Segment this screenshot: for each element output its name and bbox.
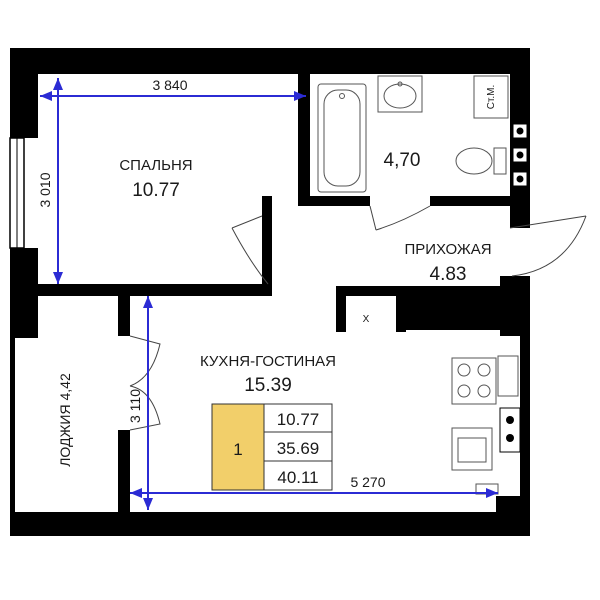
kitchen-name: КУХНЯ-ГОСТИНАЯ xyxy=(200,353,336,370)
walls xyxy=(9,48,530,536)
washing-machine-label: Ст.М. xyxy=(486,85,497,110)
area-without-loggia: 35.69 xyxy=(277,439,320,458)
area-summary: 1 10.77 35.69 40.11 xyxy=(211,403,333,491)
pipe-riser-icon xyxy=(512,123,528,187)
toilet-icon xyxy=(455,147,507,175)
washing-machine-icon: Ст.М. xyxy=(473,75,509,119)
hallway-area: 4.83 xyxy=(430,264,467,285)
total-area: 40.11 xyxy=(277,468,318,487)
bedroom-area: 10.77 xyxy=(132,180,180,201)
living-area: 10.77 xyxy=(277,410,320,429)
bathtub-icon xyxy=(317,83,367,193)
bathroom-door-icon xyxy=(369,205,431,231)
bedroom-door-icon xyxy=(231,215,269,285)
entrance-door-icon xyxy=(509,215,587,277)
kitchen-riser-icon xyxy=(499,407,521,453)
rooms-count: 1 xyxy=(233,440,242,459)
closet-mark: X xyxy=(363,314,370,325)
sink-icon xyxy=(377,75,423,113)
hallway-name: ПРИХОЖАЯ xyxy=(404,241,491,258)
loggia-door-icon xyxy=(129,335,161,431)
oven-icon xyxy=(451,427,493,471)
rooms-badge xyxy=(211,403,265,491)
dimension-bedroom-width: 3 840 xyxy=(40,77,306,101)
kitchen-width-label: 5 270 xyxy=(350,474,385,490)
kitchen-sink-icon xyxy=(497,355,519,397)
dimension-kitchen-width: 5 270 xyxy=(130,474,498,498)
bedroom-name: СПАЛЬНЯ xyxy=(119,157,192,174)
bedroom-width-label: 3 840 xyxy=(152,77,187,93)
stove-icon xyxy=(451,357,497,405)
dimension-bedroom-height: 3 010 xyxy=(37,78,63,284)
bathroom-area: 4,70 xyxy=(384,150,421,171)
dimension-kitchen-height: 3 110 xyxy=(127,296,153,510)
loggia-label: ЛОДЖИЯ 4,42 xyxy=(57,373,73,467)
bedroom-height-label: 3 010 xyxy=(37,172,53,207)
kitchen-height-label: 3 110 xyxy=(127,389,143,423)
kitchen-area: 15.39 xyxy=(244,375,292,396)
